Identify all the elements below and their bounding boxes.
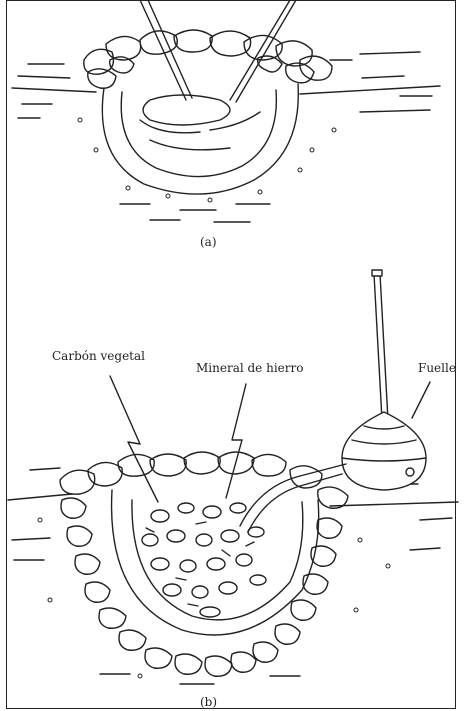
ground-line bbox=[12, 86, 440, 94]
furnace-charge bbox=[142, 503, 266, 617]
figure-b-caption: (b) bbox=[200, 695, 217, 709]
label-iron-ore: Mineral de hierro bbox=[196, 361, 303, 375]
pit-outer bbox=[112, 490, 319, 635]
pit-inner bbox=[121, 90, 276, 177]
stone-rim bbox=[60, 452, 348, 676]
stone-rim bbox=[84, 30, 332, 88]
figure-a-drawing bbox=[12, 0, 440, 222]
tuyere-left bbox=[140, 0, 192, 100]
leader-charcoal bbox=[110, 376, 158, 502]
tuyere-right bbox=[230, 0, 296, 102]
blow-pipe bbox=[240, 464, 346, 532]
bellows-pole bbox=[374, 274, 388, 420]
leader-bellows bbox=[412, 382, 430, 418]
bellows-bag bbox=[342, 412, 426, 490]
pit-inner bbox=[132, 500, 303, 620]
label-bellows: Fuelle bbox=[418, 361, 456, 375]
figure-a-caption: (a) bbox=[200, 235, 217, 249]
leader-ore bbox=[226, 384, 246, 498]
figure-b-drawing bbox=[8, 270, 458, 684]
pit-outer bbox=[102, 84, 298, 194]
label-charcoal: Carbón vegetal bbox=[52, 349, 145, 363]
ground-line bbox=[18, 104, 430, 118]
